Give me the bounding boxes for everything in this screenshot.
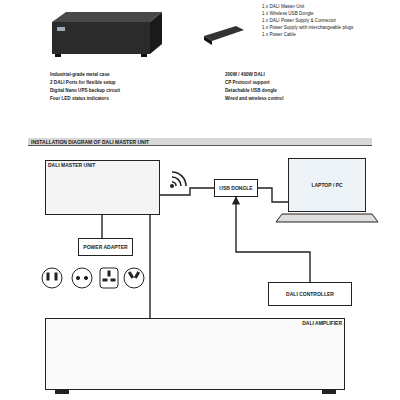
contents-item: 1 x Power Supply with interchangeable pl… bbox=[262, 25, 353, 31]
laptop-base bbox=[276, 214, 378, 222]
feature-item: Digital Nano UPS backup circuit bbox=[50, 88, 120, 94]
section-heading: INSTALLATION DIAGRAM OF DALI MASTER UNIT bbox=[28, 138, 372, 146]
cable bbox=[101, 215, 102, 238]
cable bbox=[258, 188, 288, 202]
feature-item: Wired and wireless control bbox=[225, 96, 283, 102]
amplifier-rear-panel: DALI AMPLIFIER bbox=[45, 318, 345, 390]
node-label: DALI CONTROLLER bbox=[284, 290, 336, 298]
feature-item: Four LED status indicators bbox=[50, 96, 109, 102]
usb-dongle: USB DONGLE bbox=[214, 179, 258, 197]
power-adapter: POWER ADAPTER bbox=[78, 238, 133, 256]
feature-item: 2 DALI Ports for flexible setup bbox=[50, 80, 116, 86]
contents-item: 1 x Wireless USB Dongle bbox=[262, 11, 314, 17]
feature-item: 200W / 400W DALI bbox=[225, 72, 265, 78]
node-label: LAPTOP / PC bbox=[309, 181, 344, 189]
node-label: DALI AMPLIFIER bbox=[300, 319, 344, 327]
contents-item: 1 x DALI Power Supply & Connector bbox=[262, 18, 336, 24]
contents-item: 1 x DALI Master Unit bbox=[262, 4, 304, 10]
feature-item: Industrial-grade metal case bbox=[50, 72, 110, 78]
node-label: USB DONGLE bbox=[217, 184, 254, 192]
wifi-symbol bbox=[171, 172, 186, 187]
node-label: DALI MASTER UNIT bbox=[46, 161, 97, 169]
wall-plugs bbox=[42, 268, 144, 288]
controller-bar: DALI CONTROLLER bbox=[268, 282, 352, 306]
product-photo bbox=[52, 12, 244, 57]
feature-item: CP Protocol support bbox=[225, 80, 270, 86]
laptop-screen: LAPTOP / PC bbox=[288, 158, 366, 212]
contents-item: 1 x Power Cable bbox=[262, 32, 296, 38]
master-unit-panel: DALI MASTER UNIT bbox=[45, 160, 160, 215]
node-label: POWER ADAPTER bbox=[81, 243, 129, 251]
feature-item: Detachable USB dongle bbox=[225, 88, 277, 94]
cable bbox=[160, 188, 214, 195]
cable bbox=[149, 215, 150, 318]
